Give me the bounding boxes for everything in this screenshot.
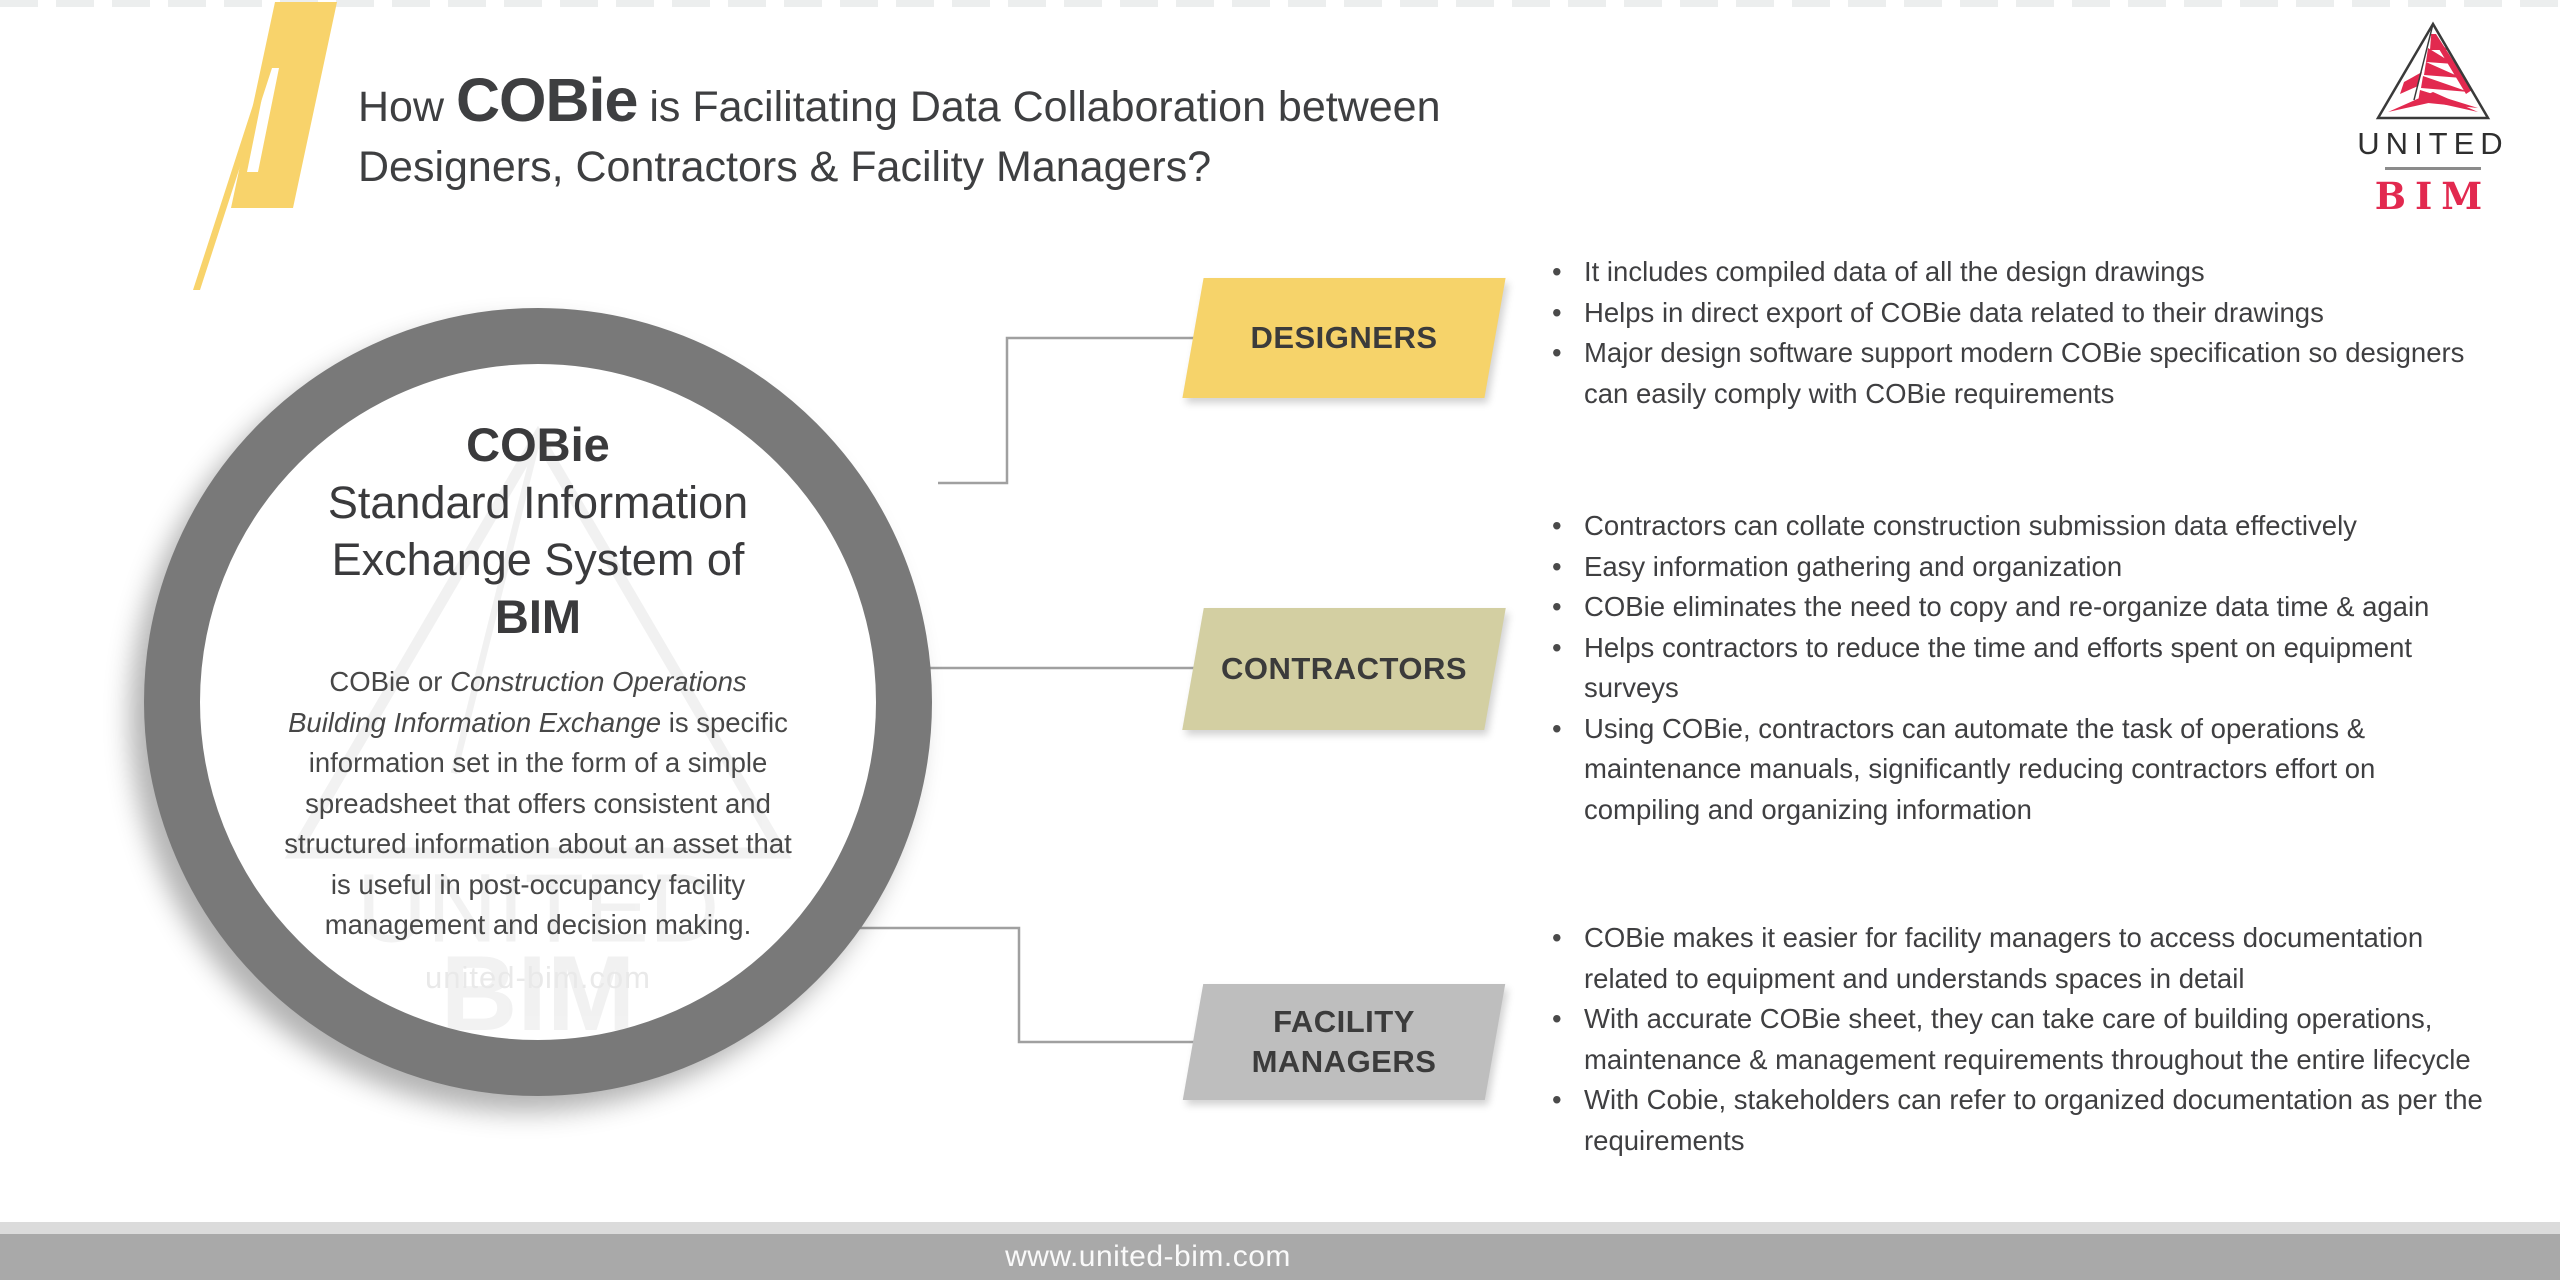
page-title-line2: Designers, Contractors & Facility Manage…: [358, 143, 1212, 191]
cobie-circle-inner: UNITED BIM COBie Standard Information Ex…: [200, 364, 876, 1040]
flag-decoration: [170, 0, 410, 310]
circle-heading-line2: Exchange System of: [331, 534, 745, 585]
list-item: Contractors can collate construction sub…: [1546, 506, 2496, 547]
circle-desc-suffix: is specific information set in the form …: [284, 706, 792, 941]
contractors-badge-label: CONTRACTORS: [1220, 651, 1468, 686]
list-item: Major design software support modern COB…: [1546, 333, 2496, 414]
footer-bar: www.united-bim.com: [0, 1234, 2560, 1280]
united-bim-logo: UNITED BIM: [2348, 20, 2518, 218]
facility-managers-badge-label: FACILITY MANAGERS: [1251, 1004, 1437, 1079]
list-item: COBie makes it easier for facility manag…: [1546, 918, 2496, 999]
list-item: With accurate COBie sheet, they can take…: [1546, 999, 2496, 1080]
page-title-prefix: How: [358, 83, 456, 131]
list-item: It includes compiled data of all the des…: [1546, 252, 2496, 293]
facility-managers-bullet-list: COBie makes it easier for facility manag…: [1546, 918, 2496, 1161]
circle-desc-prefix: COBie or: [329, 666, 451, 697]
designers-badge: DESIGNERS: [1182, 278, 1506, 398]
contractors-badge: CONTRACTORS: [1182, 608, 1506, 730]
cobie-circle: UNITED BIM COBie Standard Information Ex…: [144, 308, 932, 1096]
cobie-circle-content: COBie Standard Information Exchange Syst…: [200, 364, 876, 996]
logo-text-bim: BIM: [2374, 174, 2492, 218]
facility-managers-badge: FACILITY MANAGERS: [1182, 984, 1506, 1100]
list-item: Easy information gathering and organizat…: [1546, 547, 2496, 588]
page-title: How COBie is Facilitating Data Collabora…: [358, 70, 1558, 197]
footer-url: www.united-bim.com: [1005, 1240, 1291, 1273]
list-item: COBie eliminates the need to copy and re…: [1546, 587, 2496, 628]
circle-desc-italic: Construction Operations Building Informa…: [288, 666, 747, 738]
list-item: Helps in direct export of COBie data rel…: [1546, 293, 2496, 334]
united-bim-pyramid-icon: [2375, 21, 2491, 120]
logo-divider: [2385, 167, 2481, 170]
page-title-suffix: is Facilitating Data Collaboration betwe…: [637, 83, 1441, 131]
circle-heading-line1: Standard Information: [327, 477, 749, 528]
circle-description: COBie or Construction Operations Buildin…: [282, 662, 794, 946]
circle-watermark-url: united-bim.com: [425, 959, 651, 995]
flag-icon: [193, 2, 337, 290]
list-item: Using COBie, contractors can automate th…: [1546, 709, 2496, 831]
page-title-brand: COBie: [455, 66, 638, 134]
list-item: With Cobie, stakeholders can refer to or…: [1546, 1080, 2496, 1161]
footer-divider-strip: [0, 1222, 2560, 1234]
top-dashed-edge: [0, 0, 2560, 7]
contractors-bullet-list: Contractors can collate construction sub…: [1546, 506, 2496, 830]
list-item: Helps contractors to reduce the time and…: [1546, 628, 2496, 709]
designers-bullet-list: It includes compiled data of all the des…: [1546, 252, 2496, 414]
logo-text-united: UNITED: [2357, 126, 2509, 161]
circle-heading-cobie: COBie: [466, 418, 610, 471]
designers-badge-label: DESIGNERS: [1250, 320, 1438, 355]
circle-heading-bim: BIM: [494, 590, 582, 643]
